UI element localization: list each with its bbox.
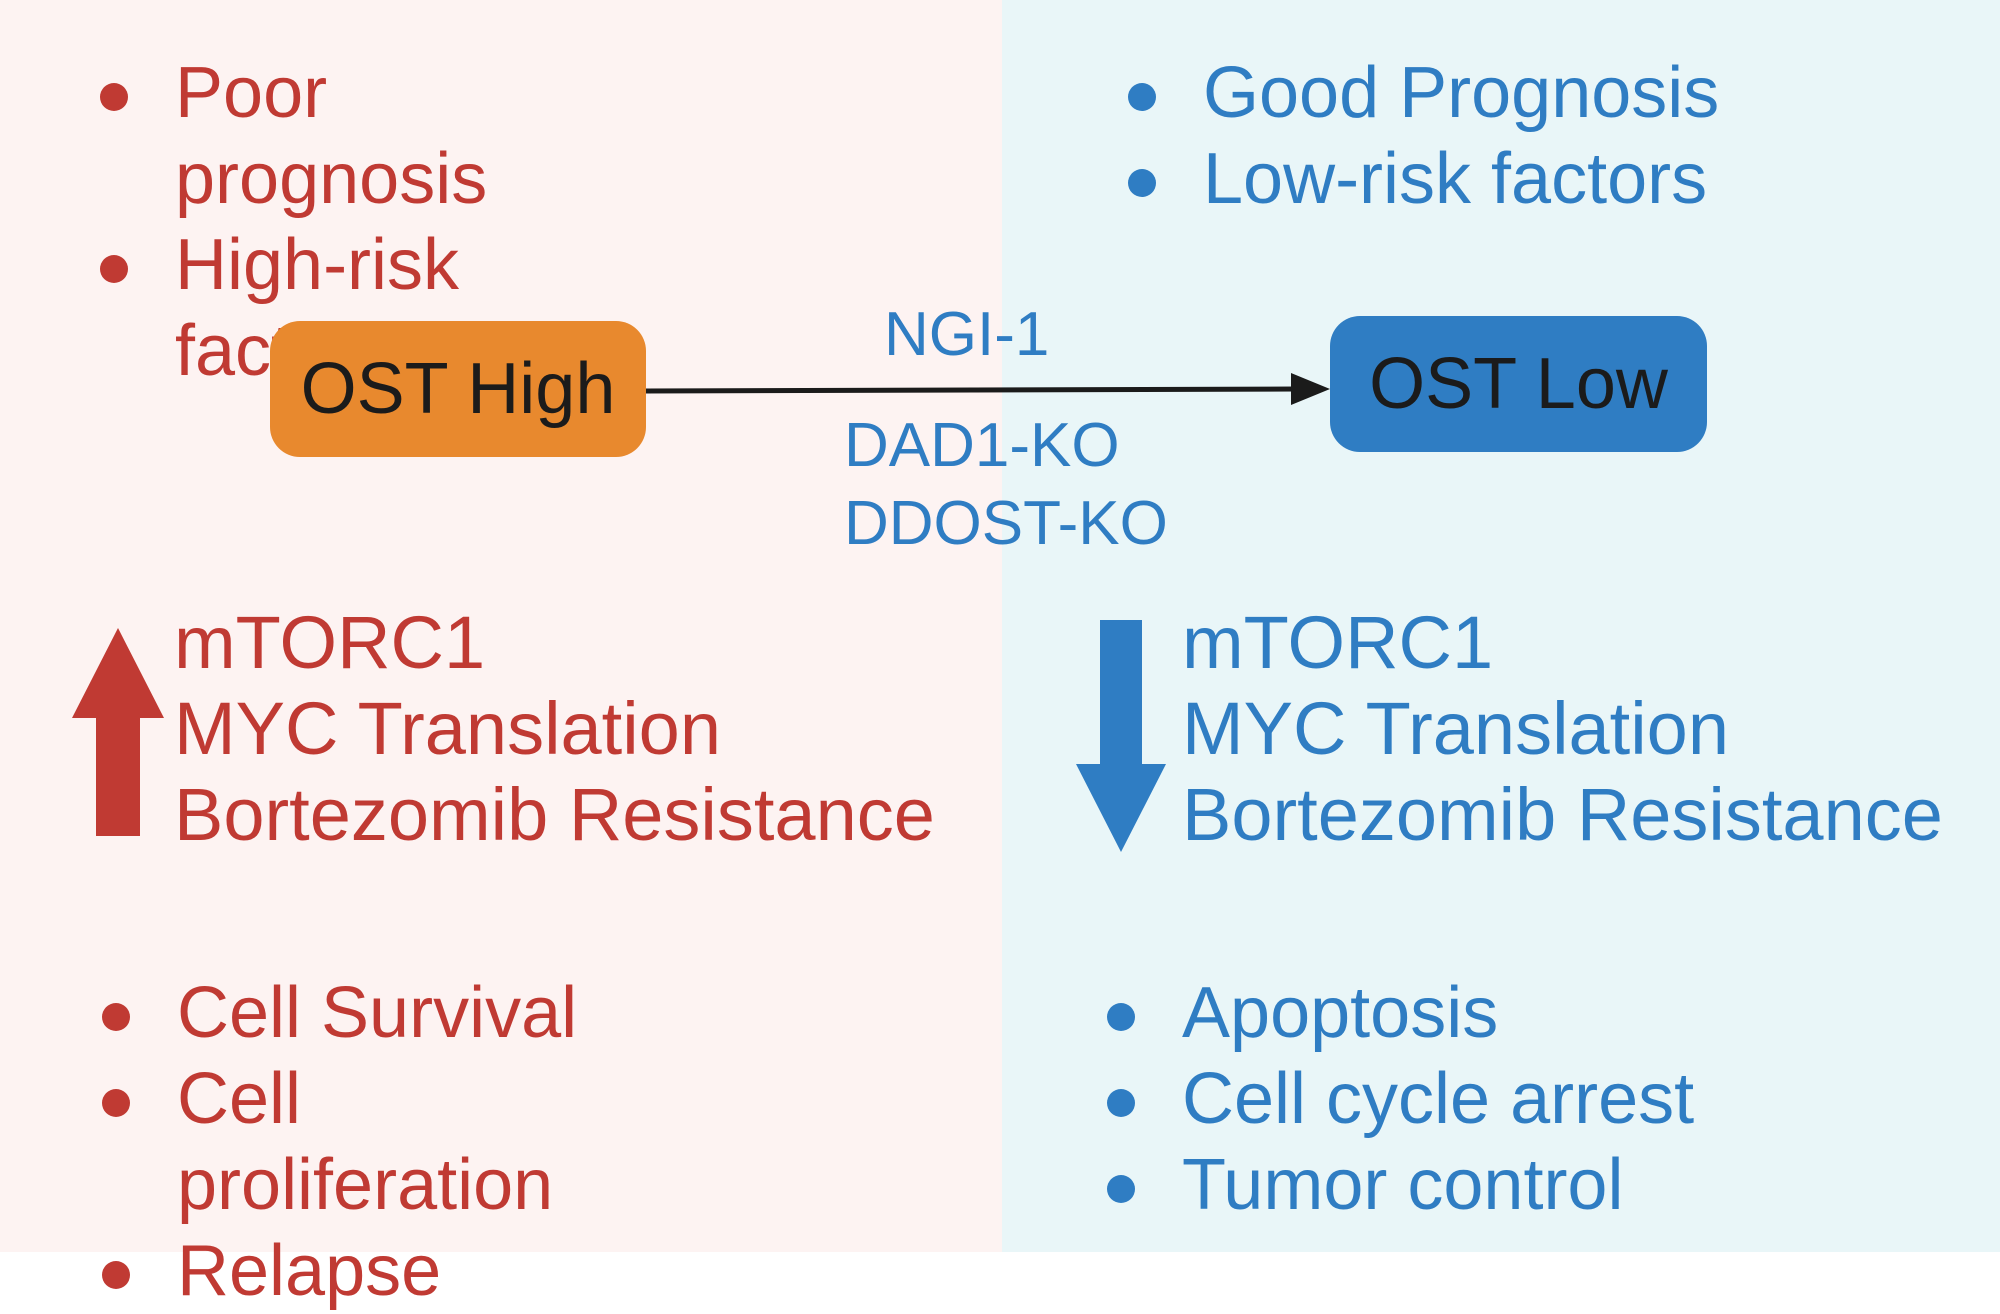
marker-label: mTORC1	[174, 601, 486, 684]
right-prognosis-list: Good Prognosis Low-risk factors	[1123, 50, 1823, 222]
marker-label: MYC Translation	[174, 687, 721, 770]
list-item: Apoptosis	[1102, 970, 1862, 1056]
list-item: Cell proliferation	[97, 1056, 553, 1228]
dad1-ko-label: DAD1-KO	[844, 411, 1120, 480]
list-item: Cell cycle arrest	[1102, 1056, 1862, 1142]
ddost-ko-label: DDOST-KO	[844, 489, 1168, 558]
left-marker-list: mTORC1 MYC Translation Bortezomib Resist…	[174, 600, 935, 858]
left-outcome-list: Cell Survival Cell proliferation Relapse	[97, 970, 657, 1314]
ost-low-label: OST Low	[1369, 344, 1668, 424]
ost-high-label: OST High	[300, 349, 616, 429]
marker-label: MYC Translation	[1182, 687, 1729, 770]
list-item: Poor prognosis	[95, 50, 655, 222]
ost-high-box: OST High	[270, 321, 646, 457]
ngi1-label: NGI-1	[884, 300, 1050, 369]
right-marker-list: mTORC1 MYC Translation Bortezomib Resist…	[1182, 600, 1943, 858]
up-arrow-icon	[72, 628, 164, 836]
left-panel	[0, 0, 1002, 1252]
ost-low-box: OST Low	[1330, 316, 1707, 452]
list-item: Tumor control	[1102, 1142, 1862, 1228]
list-item: Relapse	[97, 1228, 657, 1314]
right-arrow-icon	[646, 373, 1330, 405]
list-item: Good Prognosis	[1123, 50, 1823, 136]
marker-label: mTORC1	[1182, 601, 1494, 684]
right-outcome-list: Apoptosis Cell cycle arrest Tumor contro…	[1102, 970, 1862, 1228]
right-panel	[1002, 0, 2000, 1252]
list-item: Low-risk factors	[1123, 136, 1823, 222]
down-arrow-icon	[1076, 620, 1166, 852]
list-item: Cell Survival	[97, 970, 657, 1056]
marker-label: Bortezomib Resistance	[1182, 773, 1943, 856]
marker-label: Bortezomib Resistance	[174, 773, 935, 856]
